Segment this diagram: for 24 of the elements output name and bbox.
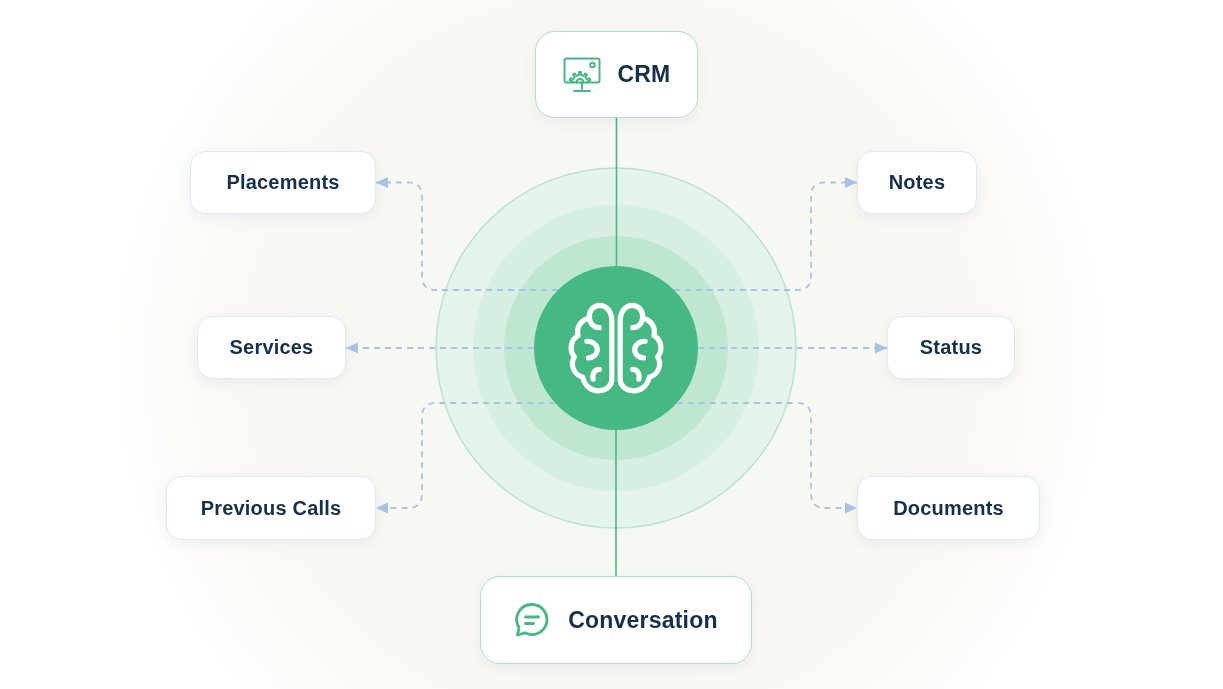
box-label: Status (919, 336, 983, 359)
box-label: Services (229, 336, 314, 359)
box-label: Previous Calls (200, 496, 342, 520)
box-label: Placements (226, 171, 340, 194)
dashed-arrow (375, 177, 559, 291)
rounded-box (480, 576, 752, 664)
dashed-arrow (673, 177, 858, 291)
rounded-box (857, 476, 1040, 540)
box-label: Conversation (568, 606, 718, 634)
box-label: Documents (893, 496, 1004, 520)
rounded-box (197, 316, 346, 379)
dashed-arrow (675, 402, 858, 514)
connector-line (615, 429, 617, 577)
rounded-box (857, 151, 977, 214)
box-label: Notes (888, 171, 946, 194)
box-label: CRM (617, 61, 671, 88)
connector-line (615, 117, 618, 267)
dashed-arrow (697, 342, 888, 354)
rounded-box (887, 316, 1015, 379)
rounded-box (166, 476, 376, 540)
rounded-box (190, 151, 376, 214)
rounded-box (535, 31, 698, 118)
dashed-arrow (375, 402, 557, 514)
dashed-arrow (345, 342, 535, 354)
